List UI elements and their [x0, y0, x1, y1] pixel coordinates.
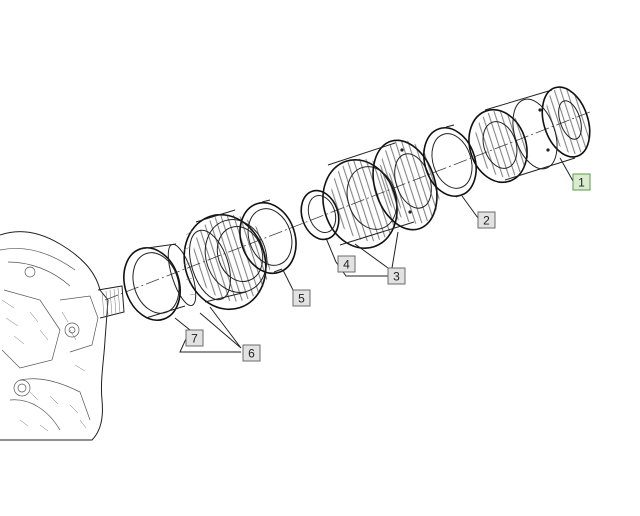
part-2-washer — [423, 124, 477, 198]
callout-6-label: 6 — [248, 347, 255, 361]
part-7-ring — [123, 243, 197, 321]
transmission-housing — [0, 231, 125, 441]
callout-1[interactable]: 1 — [572, 173, 591, 191]
callout-4[interactable]: 4 — [337, 255, 356, 273]
callout-5[interactable]: 5 — [292, 289, 311, 307]
callout-3[interactable]: 3 — [387, 267, 406, 285]
callout-3-label: 3 — [393, 270, 400, 284]
part-3-gear-cluster — [322, 139, 440, 250]
callout-2-label: 2 — [483, 214, 490, 228]
callout-2[interactable]: 2 — [477, 211, 496, 229]
callout-5-label: 5 — [298, 292, 305, 306]
part-6-gear — [183, 209, 271, 311]
callout-4-label: 4 — [343, 258, 350, 272]
callout-7[interactable]: 7 — [185, 329, 204, 347]
callout-6[interactable]: 6 — [242, 344, 261, 362]
part-1-hub — [468, 86, 591, 184]
callout-1-label: 1 — [578, 176, 585, 190]
part-5-washer — [239, 199, 297, 275]
callout-7-label: 7 — [191, 332, 198, 346]
